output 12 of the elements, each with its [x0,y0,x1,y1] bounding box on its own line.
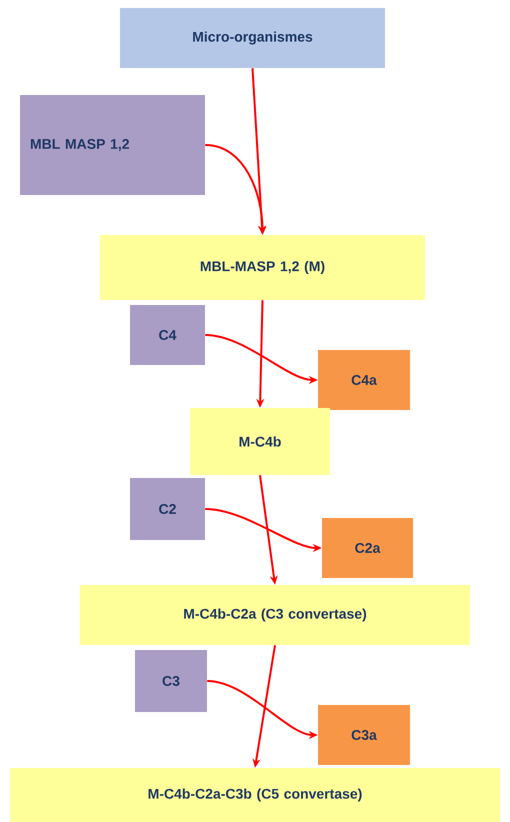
factor-box: C4 [130,305,205,365]
source-box: Micro-organismes [120,8,385,68]
fragment-box: C4a [318,350,410,410]
complex-box: MBL-MASP 1,2 (M) [100,235,425,300]
factor-box: C2 [130,478,205,540]
complex-box: M-C4b-C2a (C3 convertase) [80,585,470,645]
factor-box: C3 [135,650,207,712]
complex-box: M-C4b-C2a-C3b (C5 convertase) [10,768,500,822]
complex-box: M-C4b [190,408,330,475]
fragment-box: C3a [318,705,410,765]
factor-box: MBL MASP 1,2 [20,95,205,195]
fragment-box: C2a [322,518,413,578]
